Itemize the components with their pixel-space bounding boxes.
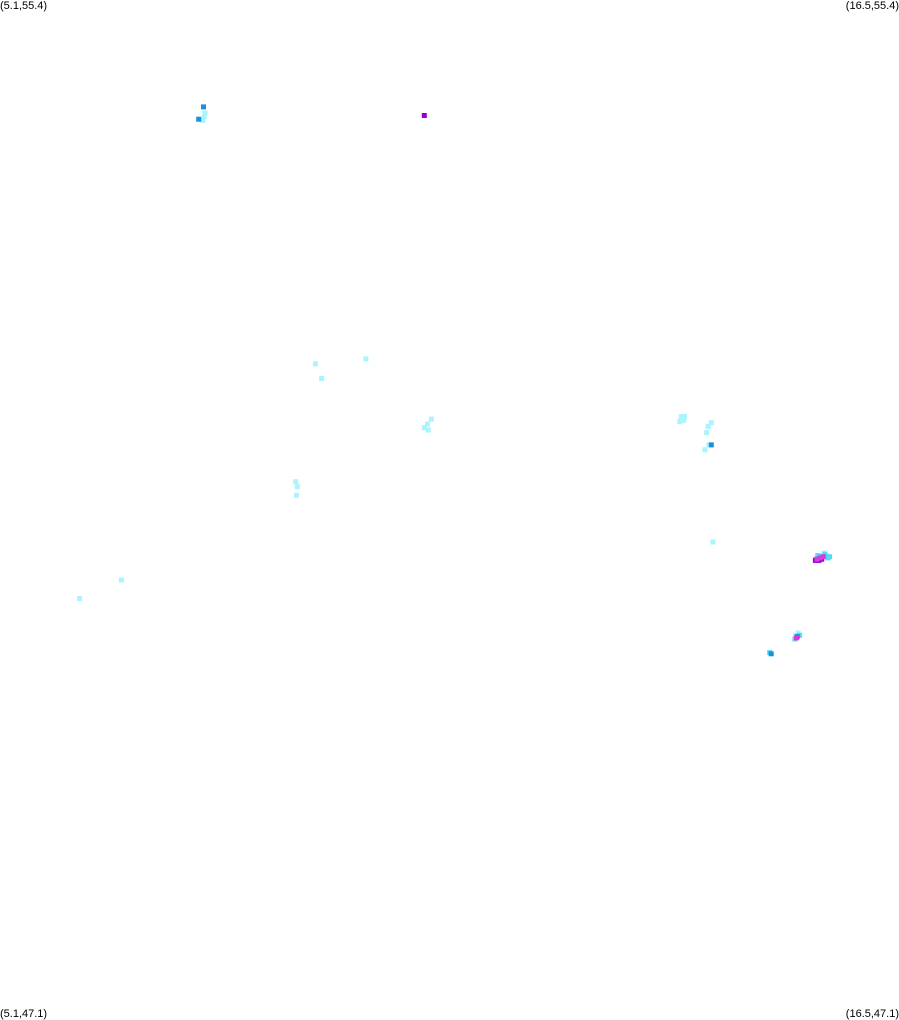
scatter-point xyxy=(820,554,826,560)
scatter-point xyxy=(678,414,684,420)
scatter-point xyxy=(428,416,434,422)
scatter-point xyxy=(202,110,208,116)
scatter-point xyxy=(425,427,431,433)
scatter-point xyxy=(196,116,202,122)
scatter-point xyxy=(363,356,369,362)
scatter-point xyxy=(827,554,833,560)
scatter-point xyxy=(794,635,799,641)
corner-label-bottom-left: (5.1,47.1) xyxy=(0,1008,48,1020)
scatter-point xyxy=(710,539,716,545)
scatter-point xyxy=(421,113,427,118)
scatter-point xyxy=(677,419,683,424)
scatter-point xyxy=(312,361,318,367)
scatter-point xyxy=(319,376,325,381)
scatter-point xyxy=(293,479,299,485)
corner-label-top-right: (16.5,55.4) xyxy=(845,0,899,12)
scatter-point xyxy=(704,430,710,436)
scatter-point xyxy=(421,425,427,431)
corner-label-bottom-right: (16.5,47.1) xyxy=(845,1008,899,1020)
scatter-point xyxy=(118,577,124,583)
scatter-point xyxy=(682,414,687,420)
scatter-point xyxy=(702,447,708,453)
scatter-point xyxy=(708,420,714,426)
scatter-point xyxy=(768,651,774,657)
scatter-point xyxy=(708,442,714,448)
scatter-point xyxy=(201,104,206,110)
scatter-point xyxy=(681,417,687,423)
scatter-point xyxy=(817,555,823,561)
scatter-point xyxy=(201,114,207,120)
scatter-point xyxy=(200,117,206,123)
scatter-point xyxy=(294,484,300,490)
scatter-point xyxy=(705,423,711,429)
corner-label-top-left: (5.1,55.4) xyxy=(0,0,48,12)
scatter-point xyxy=(814,556,820,562)
scatter-point xyxy=(424,421,430,427)
scatter-point xyxy=(294,492,299,498)
scatter-point xyxy=(77,596,83,601)
